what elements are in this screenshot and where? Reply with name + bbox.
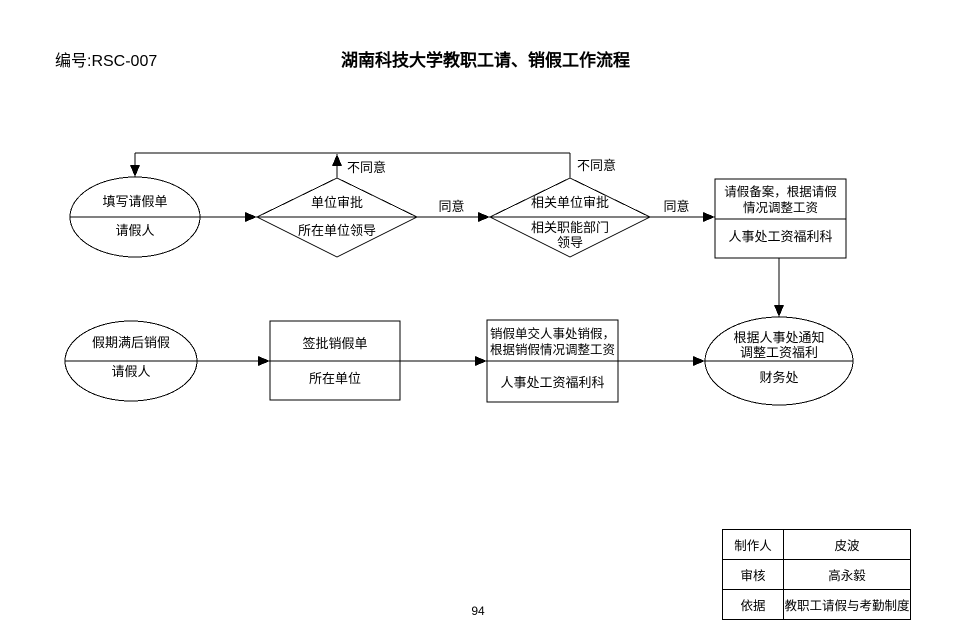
node-action-leave-record: 请假备案，根据请假 情况调整工资 <box>724 185 837 215</box>
disagree-return-line <box>134 152 571 178</box>
table-label-basis: 依据 <box>722 589 784 620</box>
table-value-maker: 皮波 <box>783 529 911 560</box>
table-row-maker: 制作人 皮波 <box>722 529 911 560</box>
table-value-basis: 教职工请假与考勤制度 <box>783 589 911 620</box>
node-actor-submit-cancel-form: 人事处工资福利科 <box>500 375 605 390</box>
node-actor-leave-record: 人事处工资福利科 <box>728 229 833 244</box>
arrowhead-into-fill-leave-form <box>130 165 140 177</box>
table-row-reviewer: 审核 高永毅 <box>722 559 911 590</box>
node-actor-fill-leave-form: 请假人 <box>115 223 155 238</box>
arrowhead-into-submit-cancel-form <box>475 356 487 366</box>
arrowhead-into-related-unit-approval <box>478 212 490 222</box>
node-actor-report-back: 请假人 <box>111 364 151 379</box>
node-action-related-unit-approval: 相关单位审批 <box>530 195 609 210</box>
arrowhead-into-unit-approval <box>245 212 257 222</box>
node-actor-sign-cancel-form: 所在单位 <box>308 371 361 386</box>
node-action-unit-approval: 单位审批 <box>310 195 363 210</box>
table-value-reviewer: 高永毅 <box>783 559 911 590</box>
node-action-report-back: 假期满后销假 <box>91 335 170 350</box>
node-action-submit-cancel-form: 销假单交人事处销假， 根据销假情况调整工资 <box>489 327 615 357</box>
node-action-adjust-salary: 根据人事处通知 调整工资福利 <box>733 330 825 360</box>
table-row-basis: 依据 教职工请假与考勤制度 <box>722 589 911 620</box>
arrowhead-into-leave-record <box>703 212 715 222</box>
edge-label-agree-1: 同意 <box>438 199 465 214</box>
table-label-reviewer: 审核 <box>722 559 784 590</box>
arrowhead-into-adjust-salary-top <box>774 305 784 317</box>
node-actor-related-unit-approval: 相关职能部门 领导 <box>530 220 609 250</box>
node-actor-unit-approval: 所在单位领导 <box>297 223 376 238</box>
page-title: 湖南科技大学教职工请、销假工作流程 <box>341 51 630 70</box>
table-label-maker: 制作人 <box>722 529 784 560</box>
edge-label-disagree-2: 不同意 <box>577 158 617 173</box>
arrowhead-into-sign-cancel-form <box>258 356 270 366</box>
page-number: 94 <box>471 604 485 618</box>
node-action-sign-cancel-form: 签批销假单 <box>302 336 368 351</box>
edge-label-agree-2: 同意 <box>663 199 690 214</box>
signature-table: 制作人 皮波 审核 高永毅 依据 教职工请假与考勤制度 <box>722 529 911 620</box>
edge-label-disagree-1: 不同意 <box>347 160 387 175</box>
node-action-fill-leave-form: 填写请假单 <box>102 194 168 209</box>
arrowhead-into-adjust-salary-left <box>693 356 705 366</box>
node-actor-adjust-salary: 财务处 <box>759 370 799 385</box>
doc-number: 编号:RSC-007 <box>55 53 158 70</box>
arrowhead-up-from-unit-approval <box>332 154 342 166</box>
